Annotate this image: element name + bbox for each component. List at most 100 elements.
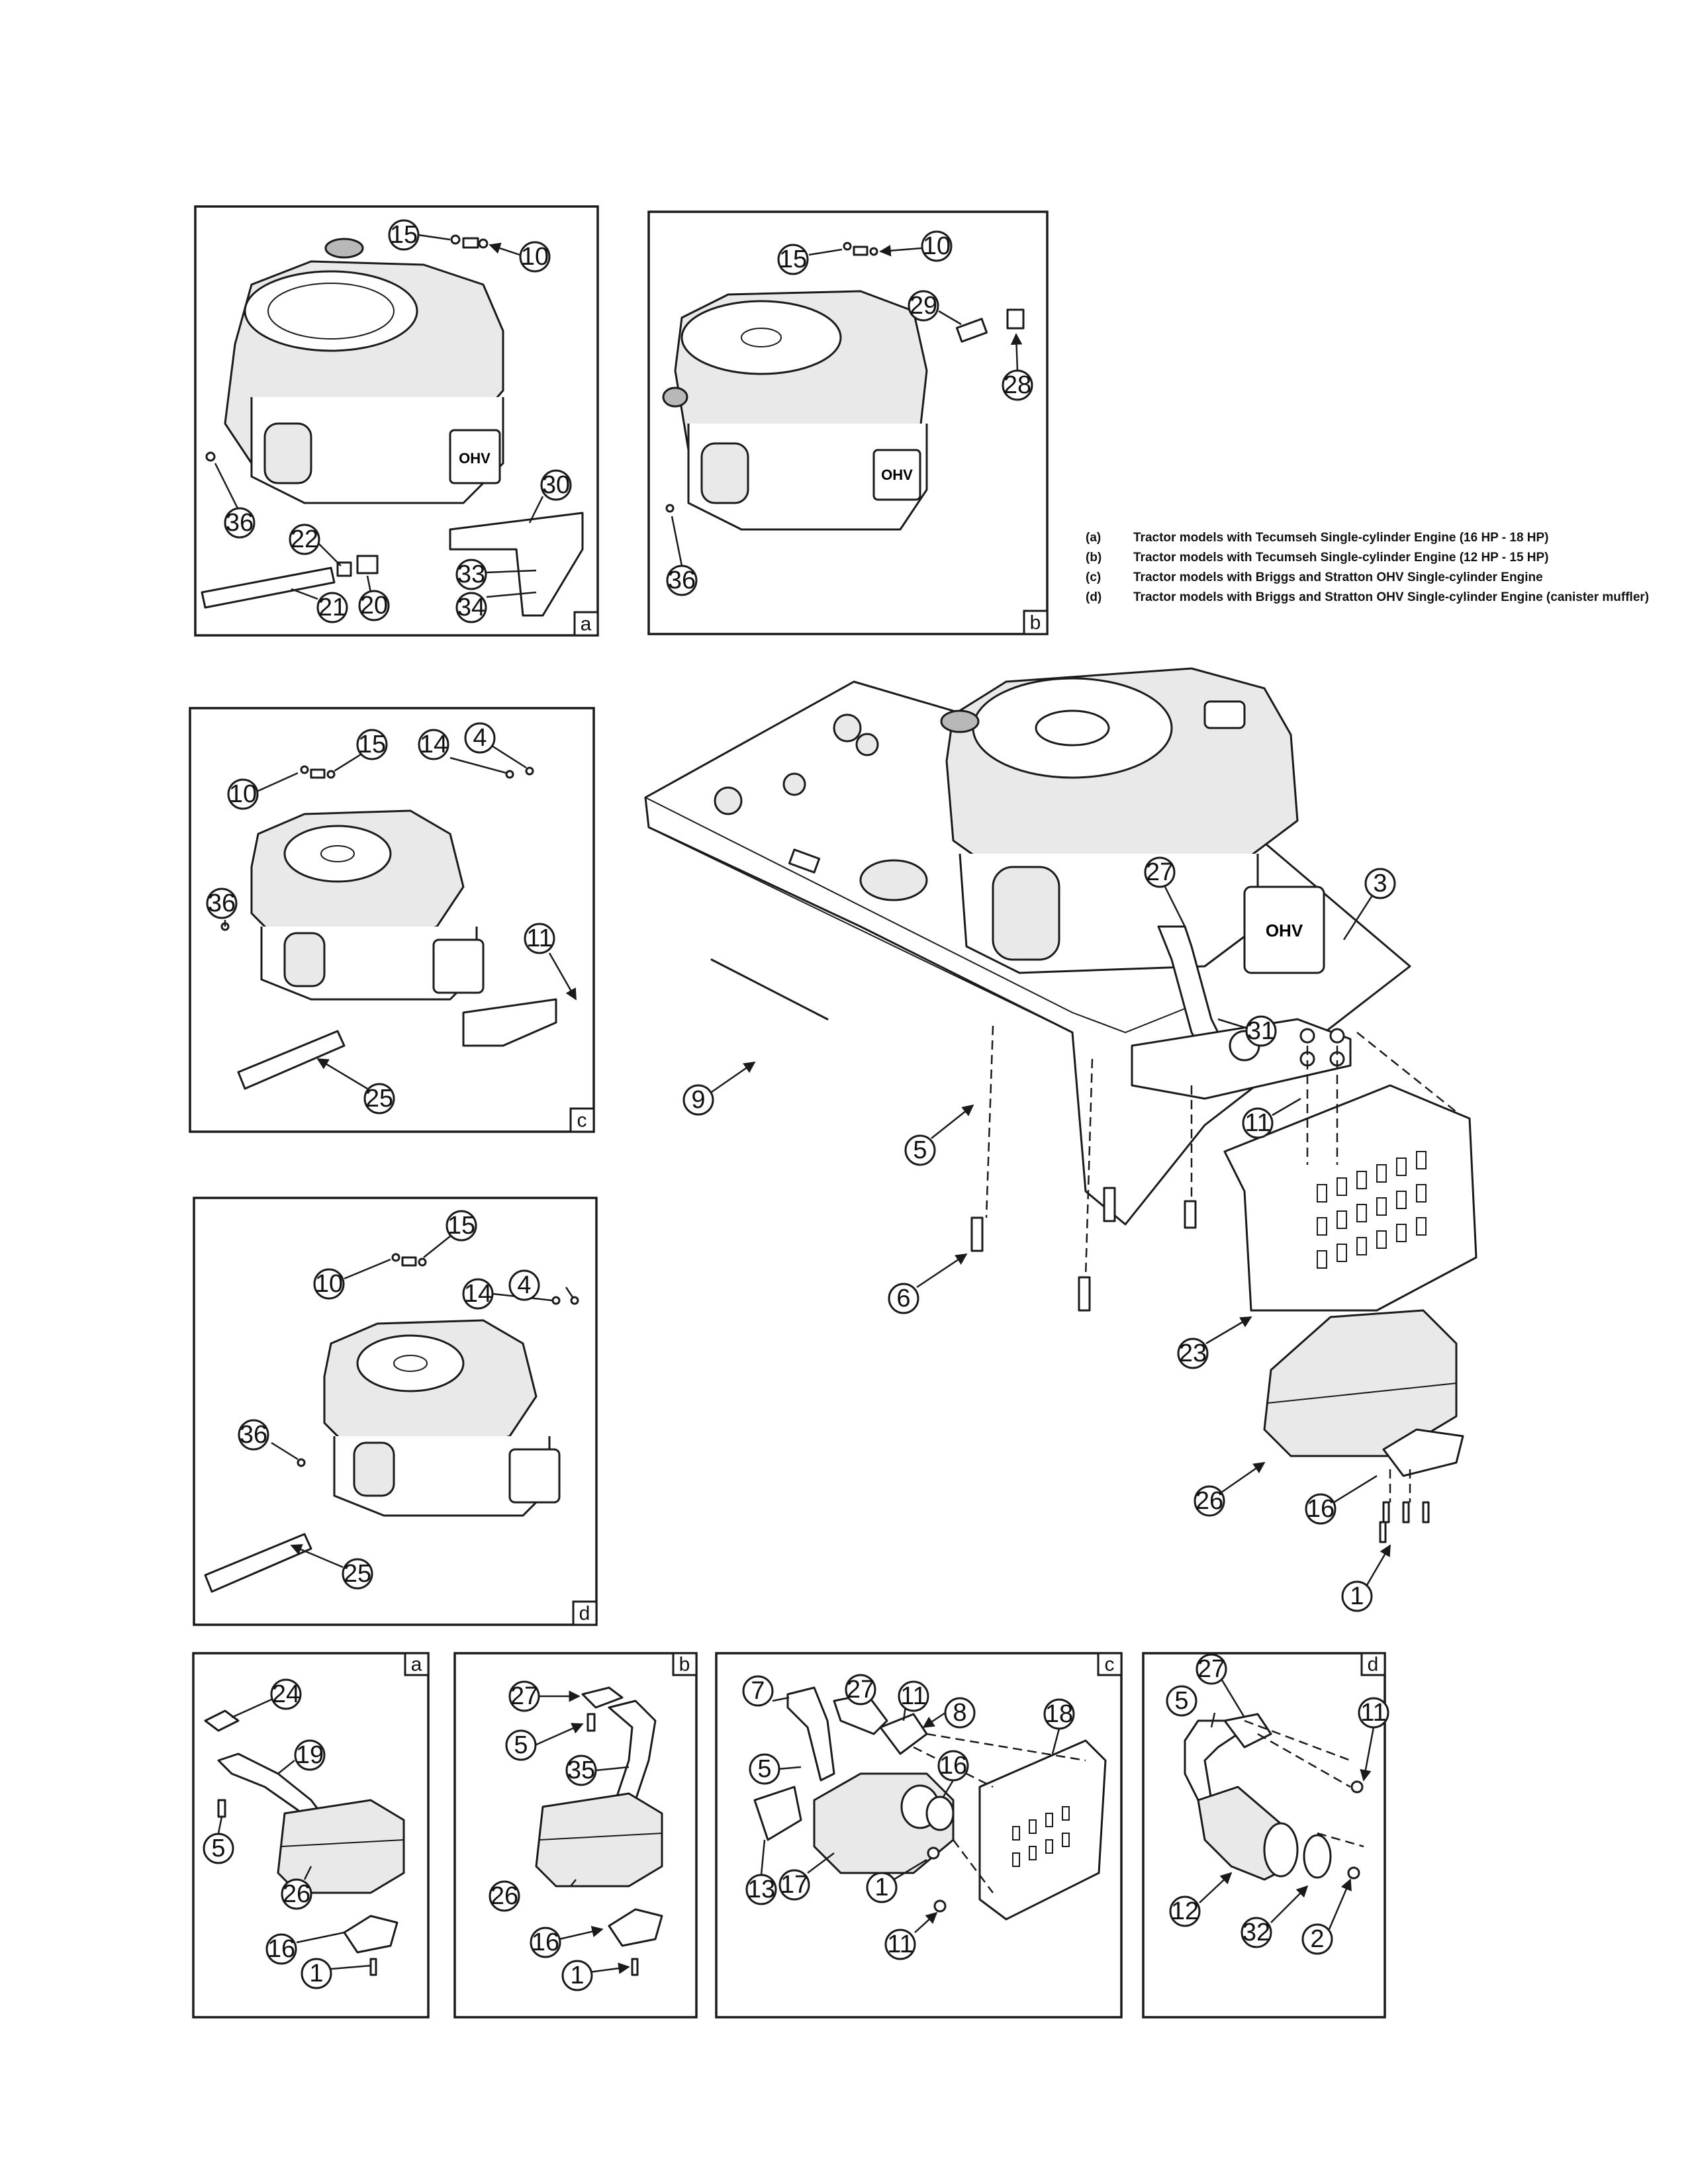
panel-muffler-a: a 24 19 5 26 16 1 <box>192 1652 430 2019</box>
callout-28-b: 28 <box>1002 369 1033 401</box>
svg-text:6: 6 <box>896 1285 910 1312</box>
gasket-24 <box>204 1709 240 1732</box>
callout-25-d: 25 <box>342 1558 373 1590</box>
flange-16-a <box>343 1915 399 1954</box>
svg-text:31: 31 <box>1247 1017 1275 1045</box>
bolt-6-3 <box>1078 1276 1091 1312</box>
svg-text:15: 15 <box>390 221 418 249</box>
flange-32 <box>1303 1834 1332 1879</box>
svg-text:35: 35 <box>567 1756 595 1784</box>
model-legend: (a) Tractor models with Tecumseh Single-… <box>1086 531 1649 604</box>
callout-5-mc: 5 <box>749 1753 780 1785</box>
callout-1-main: 1 <box>1341 1580 1373 1612</box>
callout-1-ma: 1 <box>301 1958 332 1989</box>
svg-text:20: 20 <box>360 592 388 619</box>
svg-text:14: 14 <box>420 731 447 758</box>
callout-10-c: 10 <box>227 778 259 810</box>
callout-11-main: 11 <box>1242 1107 1274 1139</box>
svg-text:15: 15 <box>358 731 386 758</box>
bolt-15-a <box>462 237 479 249</box>
svg-text:8: 8 <box>953 1699 966 1727</box>
svg-text:15: 15 <box>447 1212 475 1240</box>
panel-muffler-d: d 27 5 11 12 32 2 <box>1142 1652 1389 2019</box>
tube-25-d <box>204 1533 312 1593</box>
panel-tag-d: d <box>572 1600 598 1626</box>
callout-20-a: 20 <box>358 590 390 621</box>
svg-text:d: d <box>1368 1654 1379 1676</box>
flange-16-b <box>608 1908 663 1947</box>
svg-text:36: 36 <box>240 1421 267 1449</box>
callout-27-md: 27 <box>1196 1653 1227 1685</box>
callout-21-a: 21 <box>316 592 348 623</box>
callout-15-d: 15 <box>445 1210 477 1242</box>
callout-10-b: 10 <box>921 230 953 262</box>
heat-shield-slots <box>1317 1151 1427 1269</box>
svg-text:36: 36 <box>668 567 696 594</box>
panel-muffler-c: c 7 27 11 8 5 16 18 <box>715 1652 1123 2019</box>
svg-text:34: 34 <box>457 594 485 621</box>
svg-text:14: 14 <box>464 1280 492 1308</box>
callout-11-md: 11 <box>1358 1697 1389 1729</box>
svg-text:7: 7 <box>751 1677 765 1705</box>
svg-text:36: 36 <box>226 509 254 537</box>
svg-text:27: 27 <box>510 1682 538 1710</box>
fitting-29 <box>955 318 988 343</box>
callout-2-md: 2 <box>1301 1923 1333 1955</box>
bracket-c <box>462 998 557 1047</box>
pipe-27-d <box>1223 1713 1272 1749</box>
callout-12-md: 12 <box>1169 1895 1201 1927</box>
main-assembly: OHV <box>644 667 1477 1612</box>
svg-text:22: 22 <box>291 525 318 553</box>
svg-text:b: b <box>1030 612 1041 634</box>
svg-text:1: 1 <box>570 1962 584 1989</box>
callout-14-d: 14 <box>462 1278 494 1310</box>
callout-33-a: 33 <box>455 559 487 590</box>
svg-text:30: 30 <box>542 471 570 499</box>
muffler-26-b <box>535 1792 663 1888</box>
callout-15-c: 15 <box>356 729 388 760</box>
cable-tie-9 <box>710 958 829 1021</box>
panel-tag-muffler-a: a <box>404 1652 430 1676</box>
svg-text:16: 16 <box>532 1929 559 1956</box>
exhaust-pipe-d <box>1184 1719 1239 1801</box>
legend-text-c: Tractor models with Briggs and Stratton … <box>1133 570 1543 584</box>
exhaust-pipe-35 <box>608 1700 657 1801</box>
legend-text-d: Tractor models with Briggs and Stratton … <box>1133 590 1649 604</box>
legend-key-a: (a) <box>1086 531 1101 545</box>
svg-text:27: 27 <box>847 1676 874 1704</box>
svg-text:11: 11 <box>1244 1109 1270 1137</box>
svg-text:26: 26 <box>283 1880 310 1908</box>
legend-key-b: (b) <box>1086 551 1102 565</box>
svg-text:10: 10 <box>229 780 257 808</box>
panel-engine-c: c 15 10 14 4 36 11 25 <box>189 707 595 1133</box>
svg-text:25: 25 <box>344 1560 371 1588</box>
callout-32-md: 32 <box>1241 1917 1272 1948</box>
callout-17-mc: 17 <box>778 1869 810 1901</box>
svg-text:1: 1 <box>874 1874 888 1901</box>
callout-11-mc: 11 <box>898 1680 929 1712</box>
main-engine: OHV <box>940 667 1325 974</box>
svg-text:26: 26 <box>491 1882 518 1910</box>
bracket-30 <box>449 512 584 617</box>
svg-text:21: 21 <box>318 594 346 621</box>
callout-27-mc: 27 <box>845 1674 876 1706</box>
tube-21 <box>201 567 336 609</box>
svg-text:5: 5 <box>514 1731 528 1759</box>
panel-tag-muffler-c: c <box>1097 1652 1123 1676</box>
callout-10-d: 10 <box>313 1268 345 1300</box>
callout-1-mc: 1 <box>866 1872 898 1903</box>
callout-11-c: 11 <box>524 923 555 954</box>
panel-muffler-b: b 27 5 35 26 16 1 <box>453 1652 698 2019</box>
svg-text:10: 10 <box>315 1270 343 1298</box>
callout-3-main: 3 <box>1364 868 1396 899</box>
engine-illustration-b: OHV <box>662 290 928 531</box>
callout-9-main: 9 <box>682 1084 714 1116</box>
svg-text:19: 19 <box>296 1741 324 1769</box>
svg-text:26: 26 <box>1196 1487 1223 1515</box>
callout-35-mb: 35 <box>565 1754 597 1786</box>
svg-text:11: 11 <box>900 1682 926 1710</box>
muffler-26 <box>1263 1309 1458 1457</box>
callout-5-md: 5 <box>1166 1685 1197 1717</box>
callout-23-main: 23 <box>1177 1338 1209 1369</box>
svg-text:1: 1 <box>1350 1582 1364 1610</box>
